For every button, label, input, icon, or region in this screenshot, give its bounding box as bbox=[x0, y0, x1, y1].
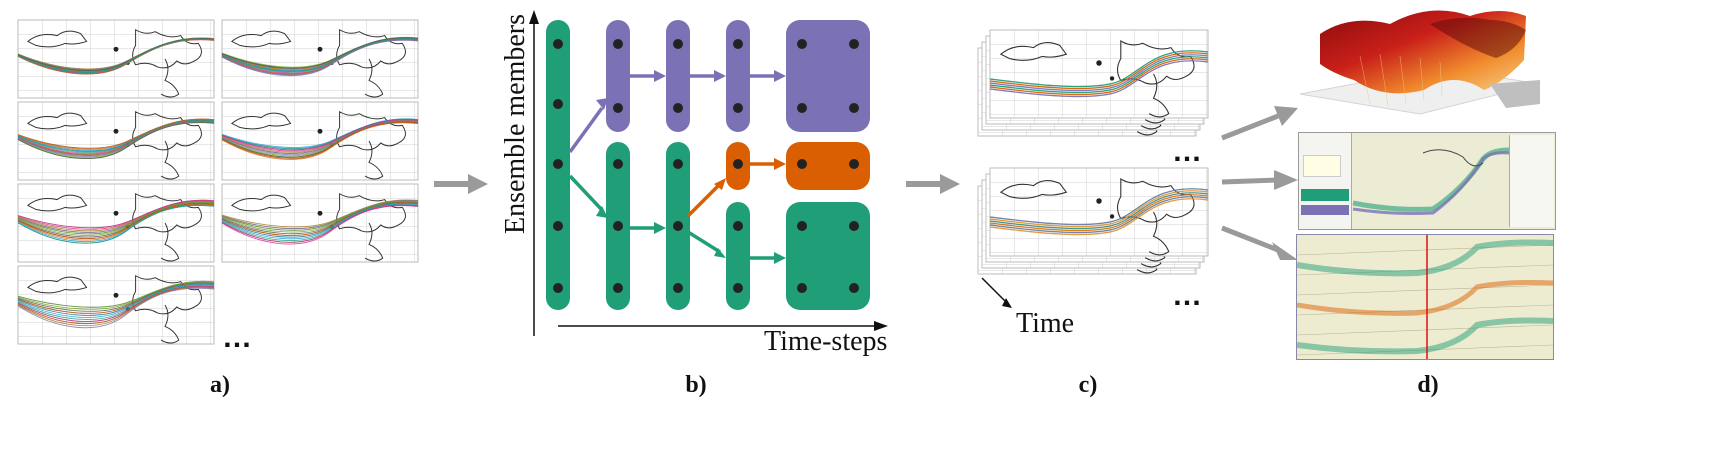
panel-a-ellipsis: … bbox=[222, 321, 255, 354]
clustering-schematic bbox=[529, 10, 888, 336]
label-c: c) bbox=[1078, 372, 1098, 398]
cluster-purple-t1 bbox=[606, 20, 630, 132]
cluster-green-t3 bbox=[726, 202, 750, 310]
cluster-orange-final bbox=[786, 142, 870, 190]
arrows-c-to-d bbox=[1221, 106, 1298, 260]
time-axis-label: Time bbox=[1016, 308, 1075, 339]
y-axis-label: Ensemble members bbox=[500, 13, 531, 235]
map-thumbnail-icon bbox=[17, 183, 215, 263]
label-a: a) bbox=[210, 372, 230, 398]
map-thumbnail-icon bbox=[17, 265, 215, 345]
x-axis-label: Time-steps bbox=[764, 326, 888, 357]
stacked-maps-icon bbox=[1296, 234, 1554, 360]
stacked-cluster-maps bbox=[977, 29, 1209, 308]
map-thumbnail-icon bbox=[221, 19, 419, 99]
arrow-a-to-b bbox=[434, 174, 488, 194]
panel-c-ellipsis-top: … bbox=[1172, 135, 1205, 168]
map-thumbnail-icon bbox=[221, 183, 419, 263]
cluster-purple-t3 bbox=[726, 20, 750, 132]
cluster-purple-t2 bbox=[666, 20, 690, 132]
label-b: b) bbox=[685, 372, 707, 398]
map-thumbnail-icon bbox=[989, 167, 1209, 257]
panel-c: … … Time bbox=[972, 29, 1222, 370]
arrow-b-to-c bbox=[906, 174, 960, 194]
arrow-split-green bbox=[568, 174, 604, 212]
arrow-split-orange bbox=[686, 182, 722, 218]
map-thumbnail-icon bbox=[17, 19, 215, 99]
map-thumbnail-grid bbox=[17, 19, 419, 345]
map-thumbnail-icon bbox=[221, 101, 419, 181]
panel-d bbox=[1290, 4, 1726, 364]
panel-a: … bbox=[17, 19, 438, 360]
member-dots bbox=[553, 39, 859, 293]
cluster-purple-final bbox=[786, 20, 870, 132]
map-thumbnail-icon bbox=[17, 101, 215, 181]
label-d: d) bbox=[1417, 372, 1439, 398]
surface-3d-render-icon bbox=[1299, 10, 1541, 115]
arrow-split-purple bbox=[568, 106, 604, 154]
panel-b: Ensemble members Time-steps bbox=[498, 6, 898, 357]
arrow-green-2 bbox=[687, 230, 721, 254]
panel-c-ellipsis-bottom: … bbox=[1172, 279, 1205, 312]
ui-screenshot-icon bbox=[1298, 132, 1556, 230]
map-thumbnail-icon bbox=[989, 29, 1209, 119]
cluster-green-final bbox=[786, 202, 870, 310]
